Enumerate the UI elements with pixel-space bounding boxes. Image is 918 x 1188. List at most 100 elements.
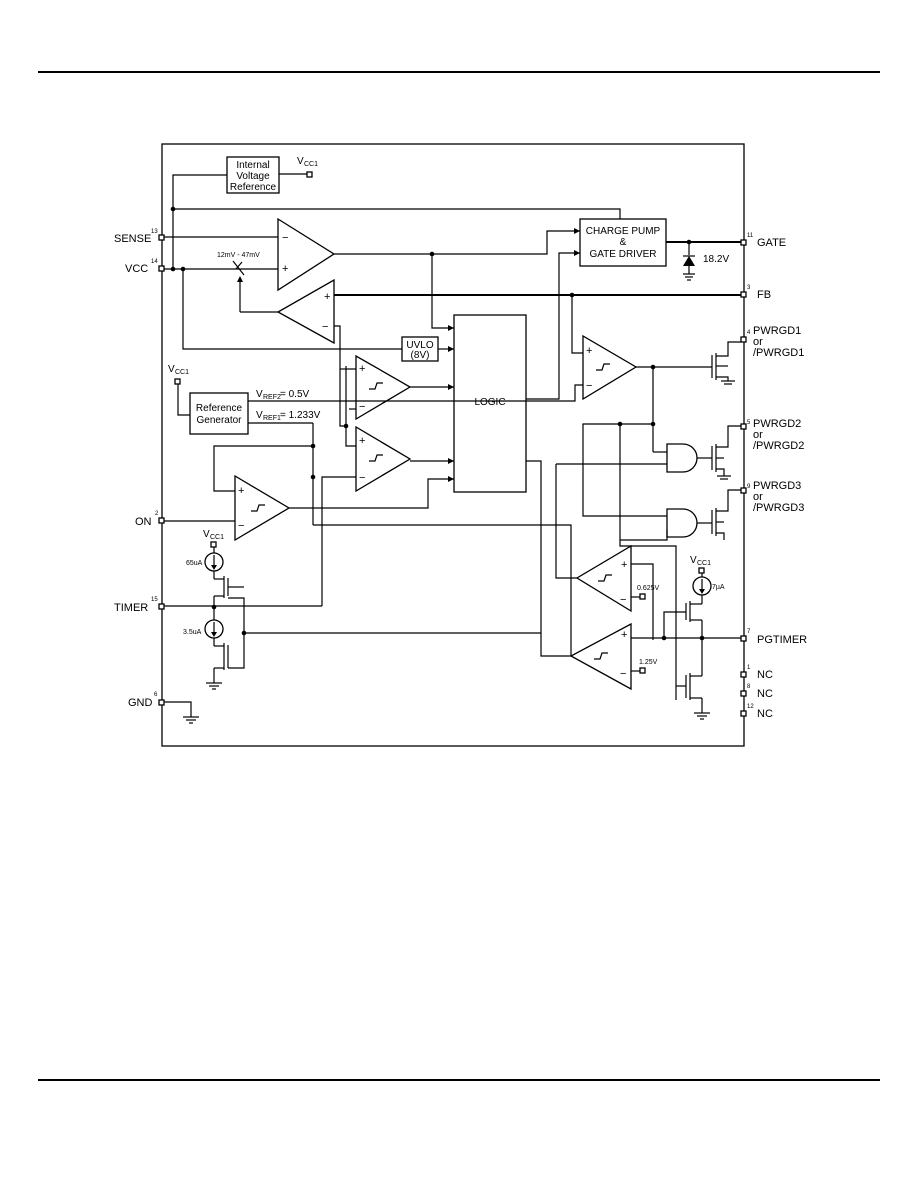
uvlo-line-1: UVLO bbox=[406, 340, 433, 351]
on-comp-plus: + bbox=[238, 485, 244, 497]
gnd-symbol bbox=[164, 701, 199, 724]
pin-pwrgd1-label: PWRGD1 bbox=[753, 325, 801, 337]
comparator-b: + − bbox=[355, 425, 412, 493]
fb-amp-plus: + bbox=[324, 291, 330, 303]
pwrgd2-nmos bbox=[711, 425, 741, 480]
pin-timer-label: TIMER bbox=[114, 602, 148, 614]
ivr-line-3: Reference bbox=[230, 182, 277, 193]
pin-pwrgd3: PWRGD3 or /PWRGD3 9 bbox=[740, 480, 804, 514]
pin-pwrgd2: PWRGD2 or /PWRGD2 5 bbox=[740, 418, 804, 452]
pin-pgtimer-num: 7 bbox=[747, 629, 751, 635]
v0625-label: 0.625V bbox=[637, 585, 660, 592]
charge-pump-gate-driver: CHARGE PUMP & GATE DRIVER bbox=[579, 218, 667, 267]
comparator-a: + − bbox=[355, 354, 412, 421]
comp-125-minus: − bbox=[620, 668, 626, 680]
vref1-v: V bbox=[256, 410, 263, 421]
vref1-label: V REF1 = 1.233V bbox=[256, 410, 321, 422]
ivr-line-1: Internal bbox=[236, 160, 269, 171]
sense-comp-minus: − bbox=[282, 232, 288, 244]
offset-voltage-source: 12mV - 47mV bbox=[217, 252, 260, 276]
pin-timer-num: 15 bbox=[151, 597, 158, 603]
vcc1-top-v: V bbox=[297, 156, 304, 167]
comp-0625-minus: − bbox=[620, 594, 626, 606]
vcc1-ref-sub: CC1 bbox=[175, 369, 189, 376]
vref2-v: V bbox=[256, 389, 263, 400]
pin-nc1-label: NC bbox=[757, 669, 773, 681]
pin-sense: SENSE 13 bbox=[114, 229, 165, 245]
pin-pwrgd1-label-inv: /PWRGD1 bbox=[753, 347, 804, 359]
zener-label: 18.2V bbox=[703, 254, 729, 265]
comp-b-minus: − bbox=[359, 472, 365, 484]
pin-gate-num: 11 bbox=[747, 233, 754, 239]
pg1-comp-minus: − bbox=[586, 380, 592, 392]
pin-pwrgd2-num: 5 bbox=[747, 420, 751, 426]
comp-a-plus: + bbox=[359, 363, 365, 375]
i65-label: 65uA bbox=[186, 560, 203, 567]
pin-vcc-num: 14 bbox=[151, 259, 158, 265]
offset-label: 12mV - 47mV bbox=[217, 252, 260, 259]
and-gate-pwrgd2 bbox=[666, 443, 698, 473]
vref2-label: V REF2 = 0.5V bbox=[256, 389, 310, 401]
pin-nc1: NC 1 bbox=[740, 665, 773, 681]
pin-pwrgd1-num: 4 bbox=[747, 330, 751, 336]
vref1-sub: REF1 bbox=[263, 415, 281, 422]
pin-nc1-num: 1 bbox=[747, 665, 751, 671]
vcc1-ref-v: V bbox=[168, 364, 175, 375]
pwrgd1-comparator: + − bbox=[582, 334, 638, 401]
comp-125-plus: + bbox=[621, 629, 627, 641]
pin-nc3-label: NC bbox=[757, 708, 773, 720]
vcc1-timer-sub: CC1 bbox=[210, 534, 224, 541]
pwrgd1-nmos bbox=[711, 341, 741, 385]
vref2-sub: REF2 bbox=[263, 394, 281, 401]
reference-generator: Reference Generator bbox=[189, 392, 249, 435]
ivr-line-2: Voltage bbox=[236, 171, 270, 182]
pin-nc3-num: 12 bbox=[747, 704, 754, 710]
i7-label: 7µA bbox=[712, 584, 725, 591]
sense-comp-plus: + bbox=[282, 263, 288, 275]
vcc1-pg-v: V bbox=[690, 555, 697, 566]
v125-label: 1.25V bbox=[639, 659, 658, 666]
comp-0625-plus: + bbox=[621, 559, 627, 571]
pin-pwrgd2-label: PWRGD2 bbox=[753, 418, 801, 430]
internal-voltage-reference: Internal Voltage Reference bbox=[226, 156, 280, 194]
pin-timer: TIMER 15 bbox=[114, 597, 165, 614]
vcc1-pg-sub: CC1 bbox=[697, 560, 711, 567]
pin-pwrgd3-label: PWRGD3 bbox=[753, 480, 801, 492]
zener-diode: 18.2V bbox=[683, 242, 729, 281]
vcc1-top-sub: CC1 bbox=[304, 161, 318, 168]
uvlo-block: UVLO (8V) bbox=[401, 336, 439, 362]
uvlo-line-2: (8V) bbox=[411, 350, 430, 361]
pin-fb-num: 3 bbox=[747, 285, 751, 291]
pin-gnd: GND 6 bbox=[128, 692, 165, 709]
pin-fb: FB 3 bbox=[740, 285, 771, 301]
pin-pwrgd2-label-inv: /PWRGD2 bbox=[753, 440, 804, 452]
fb-amplifier: + − bbox=[276, 278, 335, 345]
pin-pwrgd1-or: or bbox=[753, 336, 763, 348]
fb-amp-minus: − bbox=[322, 321, 328, 333]
pin-nc3: NC 12 bbox=[740, 704, 773, 720]
pin-pwrgd1: PWRGD1 or /PWRGD1 4 bbox=[740, 325, 804, 359]
vref1-value: = 1.233V bbox=[280, 410, 321, 421]
pin-nc2-label: NC bbox=[757, 688, 773, 700]
pin-nc2-num: 8 bbox=[747, 684, 751, 690]
header-rule bbox=[38, 71, 880, 73]
pin-sense-label: SENSE bbox=[114, 233, 151, 245]
pin-on: ON 2 bbox=[135, 511, 165, 528]
pin-pgtimer-label: PGTIMER bbox=[757, 634, 807, 646]
on-comparator: + − bbox=[234, 474, 291, 542]
pg1-comp-plus: + bbox=[586, 345, 592, 357]
ref-gen-line-1: Reference bbox=[196, 403, 243, 414]
i35-label: 3.5uA bbox=[183, 629, 202, 636]
pwrgd3-nmos bbox=[711, 489, 741, 540]
pin-vcc-label: VCC bbox=[125, 263, 148, 275]
pin-pwrgd3-num: 9 bbox=[747, 484, 751, 490]
pin-pwrgd3-or: or bbox=[753, 491, 763, 503]
pin-on-num: 2 bbox=[155, 511, 159, 517]
vcc1-top: V CC1 bbox=[279, 156, 318, 178]
pin-vcc: VCC 14 bbox=[125, 259, 165, 275]
pin-gate: GATE 11 bbox=[740, 233, 786, 249]
pin-gnd-num: 6 bbox=[154, 692, 158, 698]
pin-gnd-label: GND bbox=[128, 697, 153, 709]
pin-pwrgd3-label-inv: /PWRGD3 bbox=[753, 502, 804, 514]
and-gate-pwrgd3 bbox=[666, 508, 698, 538]
